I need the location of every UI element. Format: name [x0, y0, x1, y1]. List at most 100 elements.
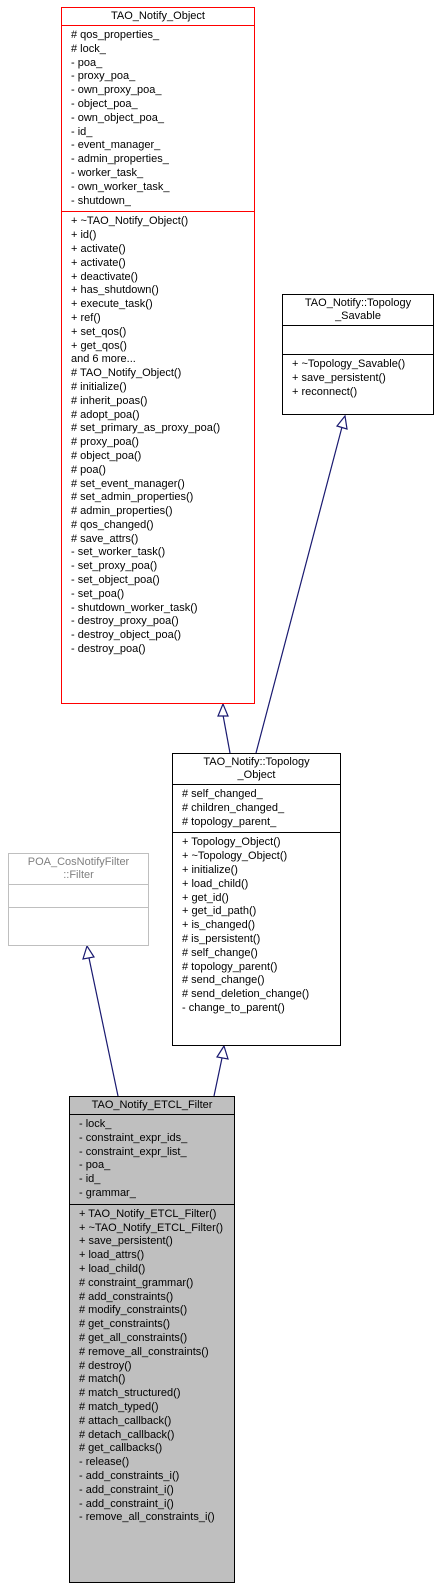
class-method: # constraint_grammar() — [79, 1276, 194, 1289]
inherit-arrowhead-topology-object — [216, 1044, 229, 1060]
class-method: # match() — [79, 1373, 126, 1386]
inherit-arrowhead-notify-object — [217, 702, 229, 717]
class-title-line2: _Savable — [335, 310, 381, 322]
class-method: + is_changed() — [182, 919, 256, 932]
class-attribute: - id_ — [79, 1173, 101, 1186]
class-title: POA_CosNotifyFilter ::Filter — [9, 854, 148, 884]
class-attribute: - own_proxy_poa_ — [71, 84, 162, 97]
edge-etcl-to-topology-object — [213, 1057, 223, 1097]
class-attribute: - lock_ — [79, 1118, 112, 1130]
class-method: - set_object_poa() — [71, 574, 160, 587]
class-method: # destroy() — [79, 1359, 132, 1372]
class-title: TAO_Notify::Topology _Object — [173, 754, 340, 784]
class-method: + activate() — [71, 242, 126, 255]
class-method: + get_id() — [182, 891, 229, 904]
class-method: + ~Topology_Object() — [182, 850, 288, 863]
class-method: - destroy_poa() — [71, 643, 146, 656]
class-method: # match_structured() — [79, 1387, 181, 1400]
class-attribute: - shutdown_ — [71, 194, 131, 207]
class-method: - destroy_proxy_poa() — [71, 615, 179, 628]
class-attribute: - event_manager_ — [71, 139, 161, 152]
class-poa-cosnotifyfilter-filter: POA_CosNotifyFilter ::Filter — [8, 853, 149, 946]
class-method: # get_all_constraints() — [79, 1331, 188, 1344]
class-method: # adopt_poa() — [71, 408, 140, 421]
class-method: + has_shutdown() — [71, 284, 159, 297]
class-method: # match_typed() — [79, 1400, 159, 1413]
class-method: + initialize() — [182, 863, 238, 876]
class-method: + get_qos() — [71, 339, 127, 352]
class-method: # object_poa() — [71, 449, 142, 462]
class-method: + ~TAO_Notify_Object() — [71, 215, 189, 228]
class-method: # inherit_poas() — [71, 394, 148, 407]
class-method: # initialize() — [71, 380, 127, 393]
class-title-line1: TAO_Notify::Topology — [304, 297, 412, 309]
edge-topology-object-to-notify-object — [222, 714, 231, 754]
class-tao-notify-etcl-filter: TAO_Notify_ETCL_Filter - lock_- constrai… — [69, 1096, 235, 1583]
class-title: TAO_Notify::Topology _Savable — [283, 295, 433, 325]
edge-topology-object-to-savable — [255, 426, 343, 754]
class-method: - release() — [79, 1456, 130, 1469]
methods-section — [9, 907, 148, 930]
class-attribute: - admin_properties_ — [71, 153, 169, 166]
class-method: + ~TAO_Notify_ETCL_Filter() — [79, 1221, 224, 1234]
class-method: + get_id_path() — [182, 905, 257, 918]
inherit-arrowhead-savable — [335, 414, 348, 430]
class-method: + activate() — [71, 256, 126, 269]
class-method: - add_constraint_i() — [79, 1483, 174, 1496]
class-method: and 6 more... — [71, 353, 136, 366]
class-method: - remove_all_constraints_i() — [79, 1511, 215, 1524]
class-method: - add_constraint_i() — [79, 1497, 174, 1510]
class-method: - change_to_parent() — [182, 1001, 285, 1014]
class-title-line2: ::Filter — [63, 869, 94, 881]
class-method: # send_change() — [182, 974, 265, 987]
class-title-line1: TAO_Notify::Topology — [203, 756, 310, 768]
class-method: # admin_properties() — [71, 505, 173, 518]
class-method: - set_proxy_poa() — [71, 560, 158, 573]
class-method: + set_qos() — [71, 325, 127, 338]
attributes-section: # qos_properties_# lock_- poa_- proxy_po… — [62, 25, 254, 211]
methods-section: + ~TAO_Notify_Object()+ id()+ activate()… — [62, 211, 254, 660]
class-attribute: # children_changed_ — [182, 801, 285, 814]
class-attribute: - id_ — [71, 125, 93, 138]
class-method: # detach_callback() — [79, 1428, 175, 1441]
class-method: + save_persistent() — [79, 1235, 173, 1248]
class-method: # is_persistent() — [182, 932, 261, 945]
class-method: + Topology_Object() — [182, 836, 281, 849]
class-method: # set_primary_as_proxy_poa() — [71, 422, 221, 435]
class-method: # proxy_poa() — [71, 436, 139, 449]
class-method: # topology_parent() — [182, 960, 278, 973]
class-title-line2: _Object — [237, 769, 276, 781]
class-method: # poa() — [71, 463, 106, 476]
class-method: + ref() — [71, 311, 101, 324]
class-attribute: - grammar_ — [79, 1186, 136, 1199]
class-attribute: # lock_ — [71, 42, 106, 55]
attributes-section: # self_changed_# children_changed_# topo… — [173, 784, 340, 832]
class-attribute: # qos_properties_ — [71, 29, 160, 41]
class-method: + deactivate() — [71, 270, 138, 283]
class-method: # remove_all_constraints() — [79, 1345, 209, 1358]
class-method: - destroy_object_poa() — [71, 629, 182, 642]
class-attribute: - proxy_poa_ — [71, 70, 136, 83]
attributes-section — [9, 884, 148, 907]
attributes-section: - lock_- constraint_expr_ids_- constrain… — [70, 1114, 234, 1204]
class-attribute: - constraint_expr_list_ — [79, 1145, 187, 1158]
class-title-line1: POA_CosNotifyFilter — [27, 856, 130, 868]
class-attribute: - constraint_expr_ids_ — [79, 1131, 188, 1144]
class-method: + load_child() — [79, 1262, 146, 1275]
class-method: + TAO_Notify_ETCL_Filter() — [79, 1207, 217, 1220]
class-attribute: - own_worker_task_ — [71, 180, 170, 193]
class-method: # get_constraints() — [79, 1318, 171, 1331]
class-method: + id() — [71, 229, 97, 242]
class-attribute: - own_object_poa_ — [71, 111, 164, 124]
class-tao-notify-object: TAO_Notify_Object # qos_properties_# loc… — [61, 7, 255, 704]
class-attribute: # self_changed_ — [182, 788, 263, 800]
class-attribute: - object_poa_ — [71, 97, 138, 110]
class-method: # modify_constraints() — [79, 1304, 188, 1317]
class-topology-savable: TAO_Notify::Topology _Savable + ~Topolog… — [282, 294, 434, 415]
attributes-section — [283, 325, 433, 354]
class-method: # set_admin_properties() — [71, 491, 194, 504]
class-title: TAO_Notify_Object — [111, 10, 205, 22]
methods-section: + ~Topology_Savable()+ save_persistent()… — [283, 354, 433, 402]
class-method: - set_worker_task() — [71, 546, 166, 559]
